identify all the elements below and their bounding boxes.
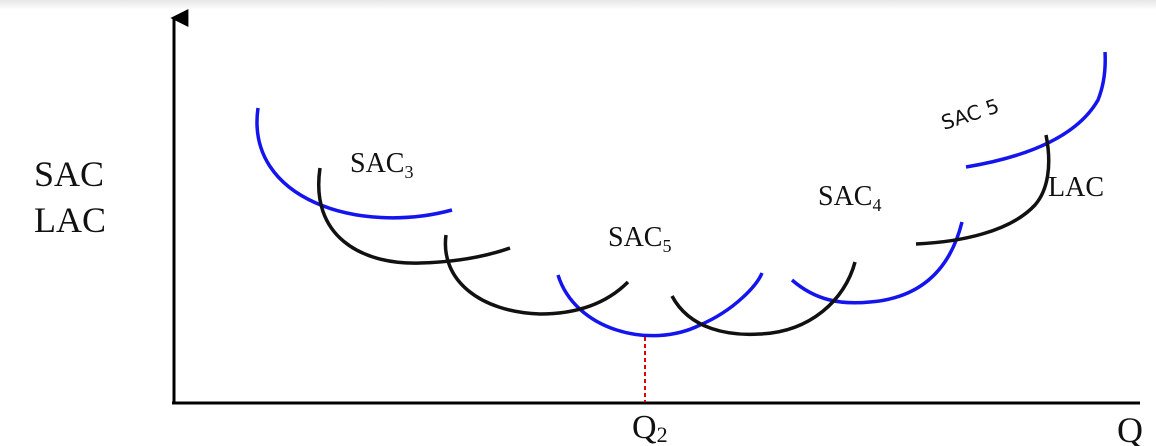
q2-label: Q2: [632, 409, 668, 446]
sac-curve-2: [317, 167, 511, 265]
sac-curve-7: [790, 221, 964, 305]
label-lac: LAC: [1048, 172, 1104, 203]
top-shadow: [0, 0, 1156, 10]
sac-curve-8: [915, 134, 1051, 246]
label-sac3-sub: 3: [404, 162, 413, 182]
sac-curve-4: [443, 234, 630, 316]
label-sac5-mid: SAC5: [608, 222, 671, 256]
sac-curve-6: [670, 261, 857, 337]
sac-curve-9: [965, 51, 1107, 169]
y-axis-label-sac: SAC: [34, 154, 104, 194]
label-sac3: SAC3: [350, 148, 413, 182]
sac-curve-5: [556, 272, 764, 338]
q2-subscript: 2: [657, 422, 668, 446]
label-sac5-handwritten: SAC 5: [938, 94, 1002, 135]
y-axis-label-lac: LAC: [34, 200, 106, 240]
sac-curve-1: [255, 107, 453, 220]
x-axis-label: Q: [1117, 410, 1143, 446]
label-sac5-mid-sub: 5: [662, 236, 671, 256]
label-sac4: SAC4: [818, 181, 881, 215]
label-sac4-sub: 4: [872, 195, 881, 215]
